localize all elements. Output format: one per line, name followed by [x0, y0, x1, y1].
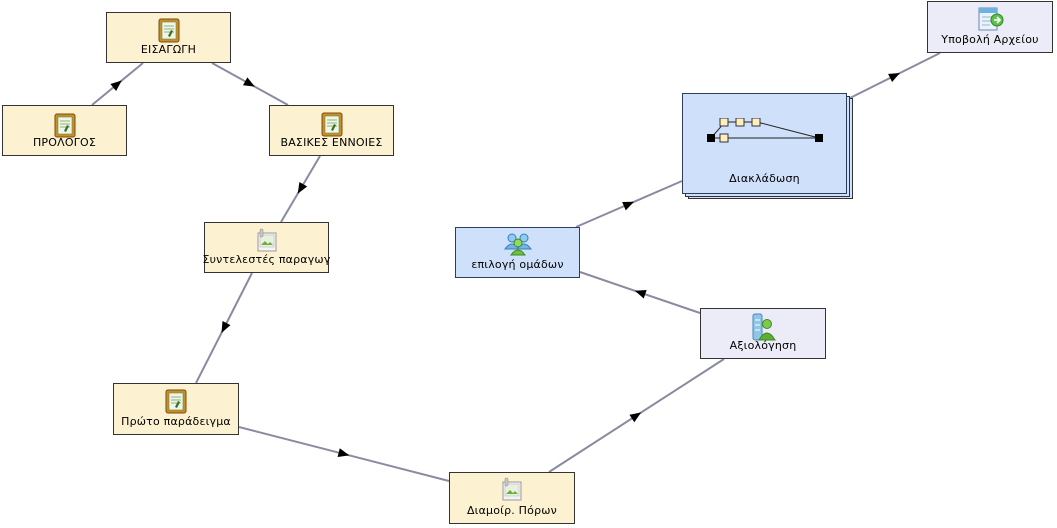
- arrowhead-icon: [622, 201, 635, 211]
- activity-diamoirasmos-poron[interactable]: Διαμοίρ. Πόρων: [449, 472, 575, 524]
- node-label: Διακλάδωση: [729, 172, 800, 185]
- notebook-icon: [165, 388, 187, 418]
- node-label: Υποβολή Αρχείου: [941, 33, 1039, 46]
- branching-diaklados[interactable]: Διακλάδωση: [682, 93, 847, 194]
- node-label: ΒΑΣΙΚΕΣ ΕΝΝΟΙΕΣ: [280, 136, 383, 149]
- notebook-icon: [54, 112, 76, 142]
- activity-syntelestes-paragogis[interactable]: Συντελεστές παραγωγ: [202, 222, 331, 273]
- group-users-icon: [503, 232, 533, 260]
- arrowhead-icon: [243, 77, 255, 87]
- arrowhead-icon: [110, 80, 122, 91]
- arrowhead-icon: [634, 290, 647, 299]
- node-label: επιλογή ομάδων: [471, 258, 564, 271]
- assessment-user-icon: [750, 312, 776, 346]
- branching-icon: [706, 117, 823, 148]
- file-submit-icon: [976, 6, 1004, 36]
- image-resource-icon: [499, 477, 525, 507]
- node-label: ΠΡΟΛΟΓΟΣ: [32, 136, 97, 149]
- node-label: Συντελεστές παραγωγ: [202, 253, 331, 266]
- notebook-icon: [321, 111, 343, 141]
- node-label: ΕΙΣΑΓΩΓΗ: [140, 43, 197, 56]
- node-label: Αξιολόγηση: [729, 339, 797, 352]
- activity-proto-paradeigma[interactable]: Πρώτο παράδειγμα: [113, 383, 239, 435]
- node-label: Διαμοίρ. Πόρων: [466, 504, 558, 517]
- arrowhead-icon: [337, 448, 350, 457]
- arrowhead-icon: [888, 73, 900, 82]
- arrowhead-icon: [221, 321, 231, 333]
- activity-prologos[interactable]: ΠΡΟΛΟΓΟΣ: [2, 105, 127, 156]
- activity-axiologisi[interactable]: Αξιολόγηση: [700, 308, 826, 359]
- arrowhead-icon: [297, 181, 308, 194]
- arrowhead-icon: [629, 412, 642, 423]
- activity-vasikes-ennoies[interactable]: ΒΑΣΙΚΕΣ ΕΝΝΟΙΕΣ: [269, 105, 394, 156]
- activity-ypovoli-arxeiou[interactable]: Υποβολή Αρχείου: [927, 1, 1053, 53]
- node-label: Πρώτο παράδειγμα: [121, 415, 231, 428]
- activity-eisagogi[interactable]: ΕΙΣΑΓΩΓΗ: [106, 12, 231, 63]
- notebook-icon: [158, 17, 180, 47]
- image-resource-icon: [254, 228, 280, 258]
- grouping-epilogi-omadon[interactable]: επιλογή ομάδων: [455, 227, 580, 278]
